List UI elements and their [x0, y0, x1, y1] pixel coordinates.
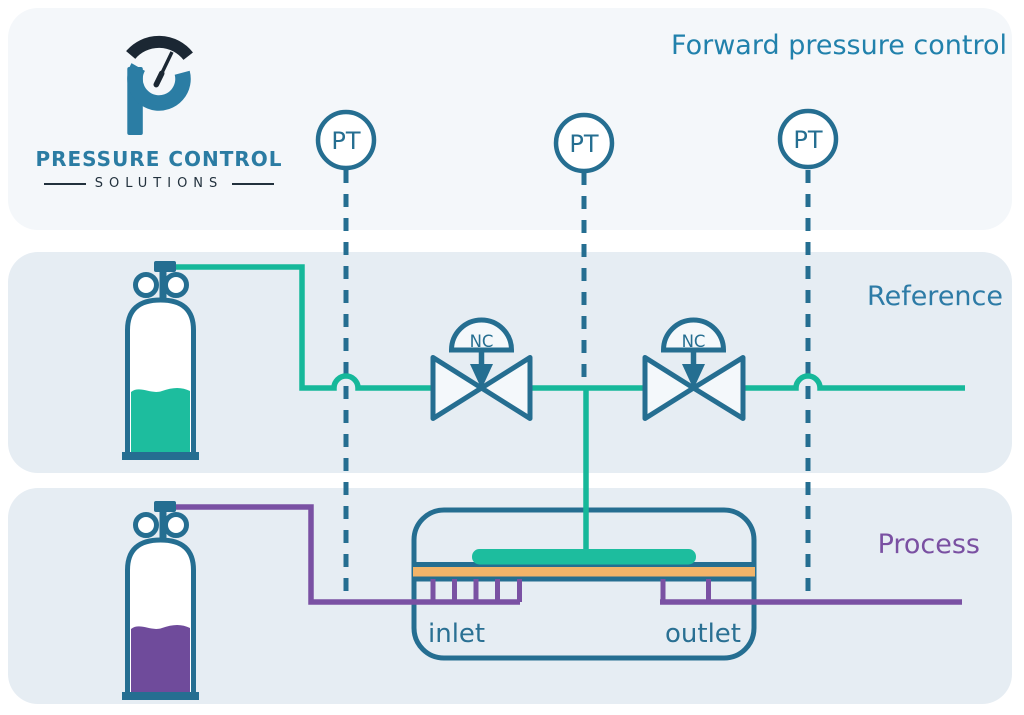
reference-gas-line — [176, 264, 965, 391]
pt2-circle — [553, 112, 615, 174]
brand-subtitle-row: SOLUTIONS — [28, 176, 290, 191]
reference-cylinder — [122, 261, 199, 460]
cylinder-liquid-purple — [131, 625, 190, 692]
valve1-body-left — [430, 355, 484, 421]
process-inlet-line — [176, 504, 520, 605]
pt2-label: PT — [569, 130, 598, 158]
inlet-diffuser-channels — [430, 579, 522, 602]
brand-name: PRESSURE CONTROL — [35, 147, 283, 171]
valve1-body-right — [479, 355, 533, 421]
logo-p-bowl — [127, 63, 191, 111]
process-cylinder — [122, 501, 199, 700]
brand-subtitle: SOLUTIONS — [94, 176, 224, 191]
valve2-nc-label: NC — [682, 332, 706, 351]
process-section-label: Process — [877, 529, 980, 560]
control-valve-1: NC — [430, 317, 533, 421]
cylinder-knob-right — [163, 272, 189, 298]
brand-rule-right — [232, 182, 275, 185]
valve2-body-right — [691, 355, 746, 421]
page-title: Forward pressure control — [671, 30, 1007, 61]
cylinder-stem — [159, 270, 167, 302]
cylinder-knob-left — [133, 512, 159, 538]
pt3-circle — [777, 108, 839, 170]
pt3-label: PT — [793, 126, 822, 154]
cylinder-liquid-green — [131, 388, 190, 452]
reference-section-label: Reference — [867, 281, 1003, 312]
pt1-label: PT — [331, 127, 360, 155]
brand-wordmark: PRESSURE CONTROL SOLUTIONS — [28, 147, 290, 191]
logo-gauge-arc — [126, 35, 193, 61]
valve1-actuator-dome — [448, 317, 515, 353]
brand-rule-left — [43, 182, 86, 185]
valve2-actuator-dome — [660, 317, 727, 353]
cylinder-cap — [154, 261, 176, 272]
inlet-label: inlet — [428, 619, 485, 649]
cylinder-cap — [154, 501, 176, 512]
pressure-transmitters: PT PT PT — [315, 108, 839, 174]
chuck-plate-bottom — [413, 576, 755, 582]
pt1-circle — [315, 109, 377, 171]
wafer — [472, 549, 696, 565]
process-chamber: inlet outlet — [411, 388, 757, 661]
control-valve-2: NC — [642, 317, 746, 421]
valve1-arrow-head — [470, 364, 493, 389]
logo-needle-hub — [153, 70, 165, 88]
outlet-channels — [660, 579, 711, 602]
valve1-nc-label: NC — [470, 332, 494, 351]
process-gas-lines — [176, 504, 962, 605]
sensing-lines — [343, 170, 811, 601]
valve2-body-left — [642, 355, 696, 421]
cylinder-knob-right — [163, 512, 189, 538]
chuck-plate-orange — [413, 567, 755, 577]
cylinder-stem — [159, 510, 167, 542]
outlet-label: outlet — [665, 619, 741, 649]
brand-logo-icon — [126, 35, 193, 135]
cylinder-knob-left — [133, 272, 159, 298]
valve2-arrow-head — [682, 364, 705, 389]
